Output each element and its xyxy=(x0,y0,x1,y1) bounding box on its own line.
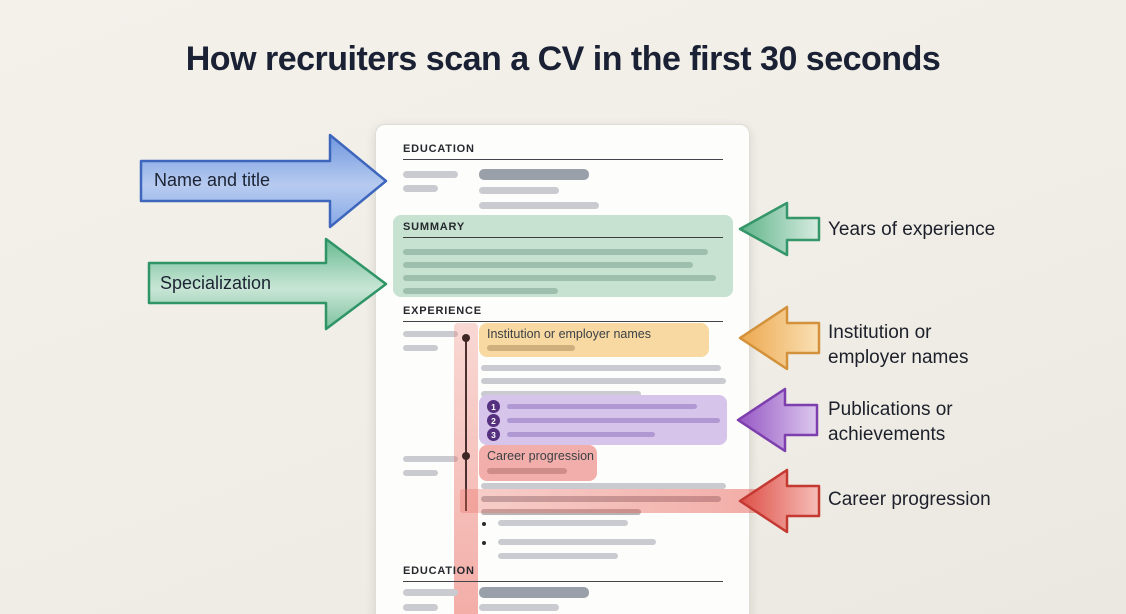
text-placeholder-bar xyxy=(403,185,438,192)
text-placeholder-bar xyxy=(498,520,628,526)
text-placeholder-bar xyxy=(507,418,720,423)
text-placeholder-bar xyxy=(403,604,438,611)
text-placeholder-bar xyxy=(479,169,589,180)
section-heading-experience: EXPERIENCE xyxy=(403,305,723,322)
text-placeholder-bar xyxy=(507,404,697,409)
bullet-dot xyxy=(482,522,486,526)
page-title: How recruiters scan a CV in the first 30… xyxy=(185,40,941,78)
section-heading-education-top: EDUCATION xyxy=(403,143,723,160)
text-placeholder-bar xyxy=(487,345,575,351)
career-highlight-label: Career progression xyxy=(487,449,594,463)
section-heading-education-bottom: EDUCATION xyxy=(403,565,723,582)
specialization-annotation: Specialization xyxy=(146,235,390,333)
text-placeholder-bar xyxy=(507,432,655,437)
text-placeholder-bar xyxy=(403,262,693,268)
text-placeholder-bar xyxy=(403,345,438,351)
text-placeholder-bar xyxy=(481,365,721,371)
text-placeholder-bar xyxy=(403,249,708,255)
text-placeholder-bar xyxy=(403,171,458,178)
text-placeholder-bar xyxy=(479,202,599,209)
achievements-highlight-box: 1 2 3 xyxy=(479,395,727,445)
green-left-arrow-icon xyxy=(738,201,821,257)
years-experience-label: Years of experience xyxy=(828,219,996,240)
career-progression-label: Career progression xyxy=(828,489,991,510)
text-placeholder-bar xyxy=(481,496,721,502)
section-heading-summary: SUMMARY xyxy=(403,221,723,238)
text-placeholder-bar xyxy=(487,468,567,474)
text-placeholder-bar xyxy=(403,288,558,294)
blue-right-arrow-icon xyxy=(139,133,388,229)
text-placeholder-bar xyxy=(481,378,726,384)
publications-label: Publications or achievements xyxy=(828,399,953,445)
text-placeholder-bar xyxy=(403,470,438,476)
text-placeholder-bar xyxy=(481,483,726,489)
bullet-dot xyxy=(482,541,486,545)
timeline-dot xyxy=(462,452,470,460)
institution-highlight-label: Institution or employer names xyxy=(487,327,651,341)
purple-left-arrow-icon xyxy=(736,387,819,453)
orange-left-arrow-icon xyxy=(738,305,821,371)
institution-arrow xyxy=(737,303,822,373)
career-progression-arrow xyxy=(737,466,822,536)
institution-highlight-box: Institution or employer names xyxy=(479,323,709,357)
text-placeholder-bar xyxy=(481,509,641,515)
cv-document: EDUCATION SUMMARY EXPERIENCE Institution xyxy=(375,124,750,614)
list-number-badge: 1 xyxy=(487,400,500,413)
name-title-annotation: Name and title xyxy=(138,131,390,231)
publications-arrow xyxy=(735,385,820,455)
text-placeholder-bar xyxy=(498,553,618,559)
institution-label: Institution or employer names xyxy=(828,322,969,368)
years-experience-arrow xyxy=(737,200,822,258)
text-placeholder-bar xyxy=(481,391,641,397)
name-title-label: Name and title xyxy=(154,170,271,190)
career-highlight-box: Career progression xyxy=(479,445,597,481)
text-placeholder-bar xyxy=(403,589,458,596)
horizontal-scan-path xyxy=(460,489,790,513)
list-number-badge: 2 xyxy=(487,414,500,427)
text-placeholder-bar xyxy=(498,539,656,545)
list-number-badge: 3 xyxy=(487,428,500,441)
text-placeholder-bar xyxy=(403,275,716,281)
summary-highlight-box: SUMMARY xyxy=(393,215,733,297)
text-placeholder-bar xyxy=(403,456,458,462)
text-placeholder-bar xyxy=(479,187,559,194)
specialization-label: Specialization xyxy=(160,273,272,293)
text-placeholder-bar xyxy=(403,331,458,337)
red-left-arrow-icon xyxy=(738,468,821,534)
green-right-arrow-icon xyxy=(147,237,388,331)
text-placeholder-bar xyxy=(479,587,589,598)
text-placeholder-bar xyxy=(479,604,559,611)
timeline-dot xyxy=(462,334,470,342)
timeline-line xyxy=(465,338,467,511)
